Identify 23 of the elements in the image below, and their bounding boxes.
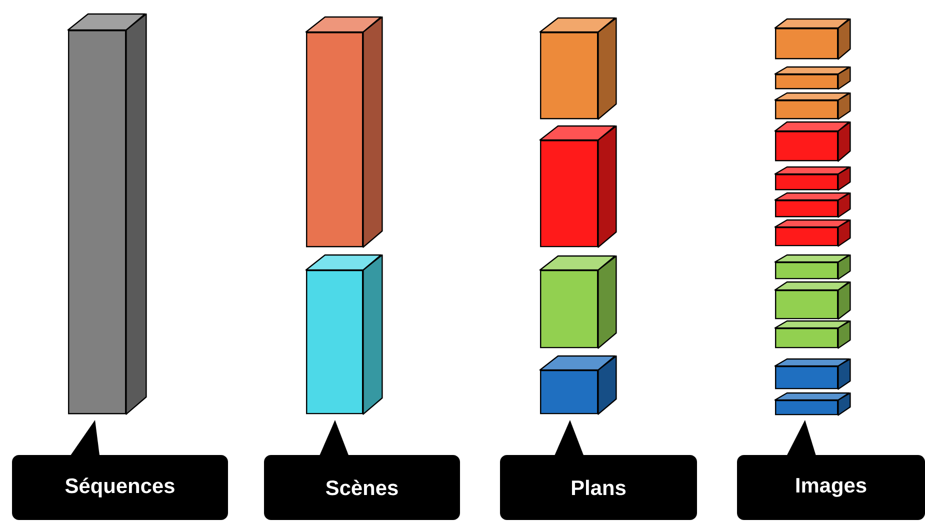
cuboid-block [67,13,147,415]
cuboid-block [774,92,851,120]
cuboid-block [774,66,851,90]
cuboid-block [774,281,851,320]
cuboid-block [774,358,851,390]
cuboid-block [774,254,851,280]
callout-box: Scènes [264,420,460,520]
cuboid-block [774,320,851,349]
cuboid-block [305,16,383,248]
cuboid-block [774,219,851,247]
cuboid-block [774,192,851,218]
cuboid-block [539,17,617,120]
cuboid-block [774,121,851,162]
cuboid-block [774,166,851,191]
cuboid-block [774,392,851,416]
cuboid-block [539,255,617,349]
cuboid-block [305,254,383,415]
cuboid-block [774,18,851,60]
cuboid-block [539,355,617,415]
cuboid-block [539,125,617,248]
callout-box: Images [737,420,925,520]
callout-box: Séquences [12,420,228,520]
callout-box: Plans [500,420,697,520]
